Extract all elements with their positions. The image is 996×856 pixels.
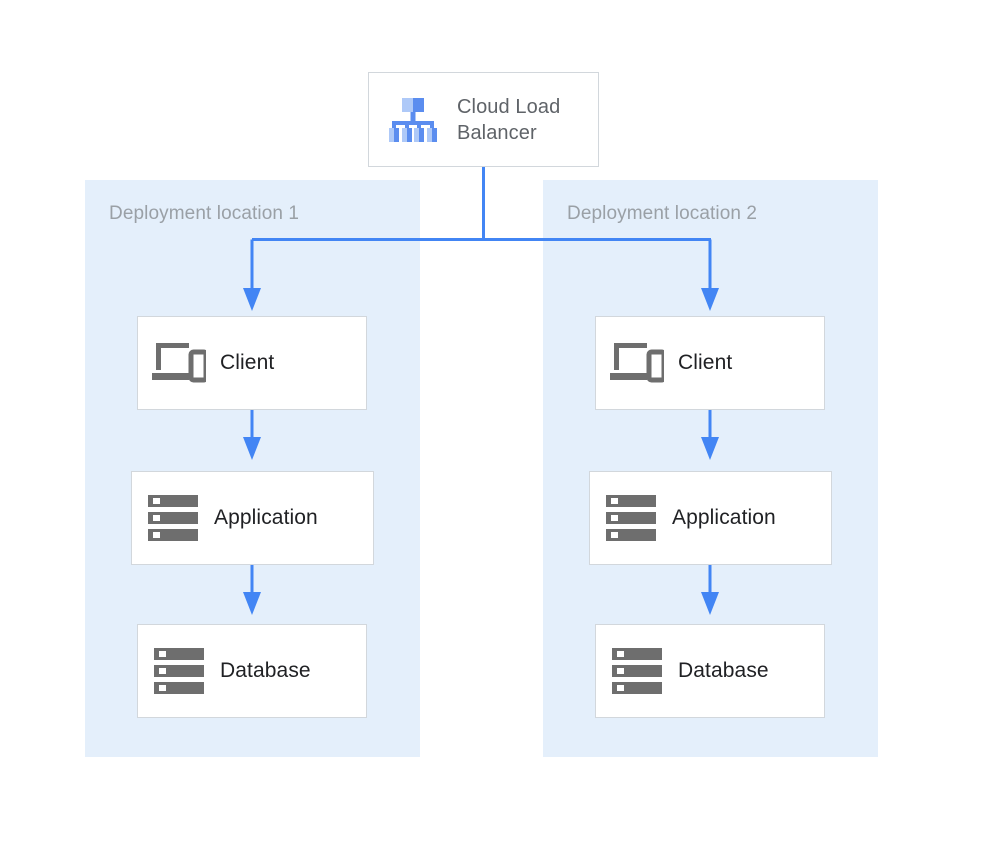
server-stack-icon (148, 495, 198, 541)
node-database-zone-2-label: Database (678, 659, 769, 682)
node-application-zone-2-label: Application (672, 506, 776, 529)
server-stack-icon-slot (132, 495, 214, 541)
devices-icon-slot (596, 341, 678, 385)
server-stack-icon-slot (596, 648, 678, 694)
load-balancer-icon-slot (369, 97, 457, 143)
server-stack-icon (612, 648, 662, 694)
server-stack-icon-slot (590, 495, 672, 541)
server-stack-icon (154, 648, 204, 694)
lb-label-line-2: Balancer (457, 121, 537, 144)
node-client-zone-1-label: Client (220, 351, 275, 374)
lb-label-line-1: Cloud Load (457, 95, 561, 118)
load-balancer-icon (389, 97, 437, 142)
devices-icon (610, 343, 664, 383)
node-database-zone-1-label: Database (220, 659, 311, 682)
node-client-zone-1[interactable]: Client (137, 316, 367, 410)
node-application-zone-1-label: Application (214, 506, 318, 529)
node-client-zone-2[interactable]: Client (595, 316, 825, 410)
node-application-zone-1[interactable]: Application (131, 471, 374, 565)
server-stack-icon (606, 495, 656, 541)
devices-icon (152, 343, 206, 383)
node-application-zone-2[interactable]: Application (589, 471, 832, 565)
server-stack-icon-slot (138, 648, 220, 694)
deployment-zone-2-label: Deployment location 2 (567, 203, 758, 224)
devices-icon-slot (138, 341, 220, 385)
deployment-zone-1-label: Deployment location 1 (109, 203, 300, 224)
node-client-zone-2-label: Client (678, 351, 733, 374)
node-database-zone-1[interactable]: Database (137, 624, 367, 718)
node-database-zone-2[interactable]: Database (595, 624, 825, 718)
